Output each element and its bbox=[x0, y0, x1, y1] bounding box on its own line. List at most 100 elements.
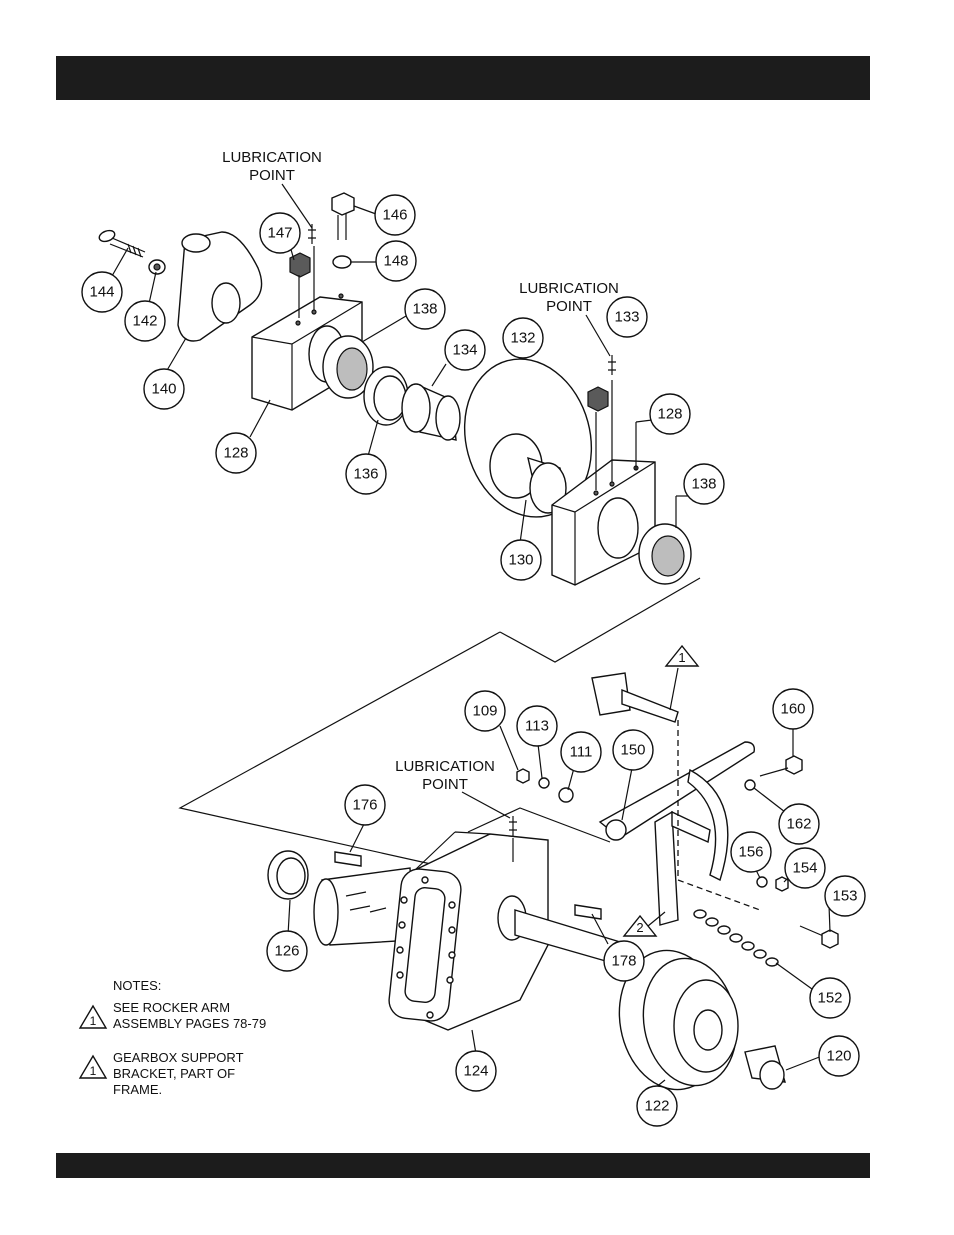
part-156-washer bbox=[757, 877, 767, 887]
callout-132: 132 bbox=[503, 318, 543, 358]
callout-128-left: 128 bbox=[216, 433, 256, 473]
callout-138-left-label: 138 bbox=[412, 301, 437, 318]
callout-178: 178 bbox=[604, 941, 644, 981]
note-1-marker: 1 bbox=[90, 1014, 97, 1028]
callout-162-label: 162 bbox=[786, 816, 811, 833]
callout-152: 152 bbox=[810, 978, 850, 1018]
lubrication-label-1-line2: POINT bbox=[249, 167, 295, 184]
callout-126: 126 bbox=[267, 931, 307, 971]
part-178-key bbox=[575, 905, 601, 919]
callout-133-label: 133 bbox=[614, 309, 639, 326]
part-160-bolt bbox=[760, 756, 802, 776]
part-148-washer bbox=[333, 256, 351, 268]
callout-111-label: 111 bbox=[570, 744, 593, 761]
lubrication-label-1-line1: LUBRICATION bbox=[222, 149, 322, 166]
callout-176-label: 176 bbox=[352, 797, 377, 814]
callout-120: 120 bbox=[819, 1036, 859, 1076]
callout-160-label: 160 bbox=[780, 701, 805, 718]
callout-160: 160 bbox=[773, 689, 813, 729]
lubrication-label-3-line2: POINT bbox=[422, 776, 468, 793]
shaft-axis-guide-upper bbox=[500, 578, 700, 662]
part-120-bushing bbox=[745, 1046, 785, 1089]
callout-136-label: 136 bbox=[353, 466, 378, 483]
part-support-bracket bbox=[655, 812, 710, 925]
callout-178-label: 178 bbox=[611, 953, 636, 970]
part-113-lockwasher bbox=[539, 778, 549, 788]
triangle-marker-1: 1 bbox=[666, 646, 698, 666]
triangle-marker-2-label: 2 bbox=[636, 920, 643, 935]
note-2-line3: FRAME. bbox=[113, 1082, 162, 1097]
callout-124: 124 bbox=[456, 1051, 496, 1091]
callout-152-label: 152 bbox=[817, 990, 842, 1007]
lubrication-label-3: LUBRICATION POINT bbox=[395, 758, 510, 818]
callout-142: 142 bbox=[125, 301, 165, 341]
callout-144: 144 bbox=[82, 272, 122, 312]
note-2: 1 GEARBOX SUPPORT BRACKET, PART OF FRAME… bbox=[80, 1050, 244, 1097]
note-2-line2: BRACKET, PART OF bbox=[113, 1066, 235, 1081]
lubrication-label-3-line1: LUBRICATION bbox=[395, 758, 495, 775]
callout-153-label: 153 bbox=[832, 888, 857, 905]
callout-122: 122 bbox=[637, 1086, 677, 1126]
callout-126-label: 126 bbox=[274, 943, 299, 960]
callout-132-label: 132 bbox=[510, 330, 535, 347]
note-2-marker: 1 bbox=[90, 1064, 97, 1078]
note-1-line1: SEE ROCKER ARM bbox=[113, 1000, 230, 1015]
callout-142-label: 142 bbox=[132, 313, 157, 330]
callout-138-right: 138 bbox=[684, 464, 724, 504]
callout-156: 156 bbox=[731, 832, 771, 872]
notes-block: NOTES: 1 SEE ROCKER ARM ASSEMBLY PAGES 7… bbox=[80, 978, 266, 1097]
callout-134: 134 bbox=[445, 330, 485, 370]
part-111-washer bbox=[559, 788, 573, 802]
callout-140-label: 140 bbox=[151, 381, 176, 398]
part-176-key bbox=[335, 852, 361, 866]
callout-128-left-label: 128 bbox=[223, 445, 248, 462]
callout-113-label: 113 bbox=[525, 718, 549, 735]
callout-128-right-label: 128 bbox=[657, 406, 682, 423]
note-1-line2: ASSEMBLY PAGES 78-79 bbox=[113, 1016, 266, 1031]
callout-148-label: 148 bbox=[383, 253, 408, 270]
callout-150: 150 bbox=[613, 730, 653, 770]
callout-144-label: 144 bbox=[89, 284, 114, 301]
part-134-sleeve bbox=[402, 384, 460, 440]
callout-136: 136 bbox=[346, 454, 386, 494]
part-140-flange bbox=[178, 232, 262, 341]
part-109-nut bbox=[517, 769, 529, 783]
lubrication-label-2-line2: POINT bbox=[546, 298, 592, 315]
callout-113: 113 bbox=[517, 706, 557, 746]
callout-120-label: 120 bbox=[826, 1048, 851, 1065]
callout-133: 133 bbox=[607, 297, 647, 337]
callout-109-label: 109 bbox=[472, 703, 497, 720]
callout-154: 154 bbox=[785, 848, 825, 888]
callout-122-label: 122 bbox=[644, 1098, 669, 1115]
part-144-bolt bbox=[98, 229, 145, 257]
callout-147-label: 147 bbox=[267, 225, 292, 242]
part-146-bolt bbox=[332, 193, 354, 240]
note-2-line1: GEARBOX SUPPORT bbox=[113, 1050, 244, 1065]
callout-147: 147 bbox=[260, 213, 300, 253]
callout-146-label: 146 bbox=[382, 207, 407, 224]
callout-146: 146 bbox=[375, 195, 415, 235]
callout-138-right-label: 138 bbox=[691, 476, 716, 493]
shaft-axis-guide-lower bbox=[180, 632, 500, 866]
triangle-marker-1-label: 1 bbox=[678, 650, 685, 665]
callout-130: 130 bbox=[501, 540, 541, 580]
callout-154-label: 154 bbox=[792, 860, 817, 877]
part-162-washer bbox=[745, 780, 755, 790]
notes-heading: NOTES: bbox=[113, 978, 161, 993]
callout-138-left: 138 bbox=[405, 289, 445, 329]
callout-111: 111 bbox=[561, 732, 601, 772]
triangle-marker-2: 2 bbox=[624, 916, 656, 936]
callout-153: 153 bbox=[825, 876, 865, 916]
callout-162: 162 bbox=[779, 804, 819, 844]
part-152-chain bbox=[694, 910, 778, 966]
callout-156-label: 156 bbox=[738, 844, 763, 861]
note-1: 1 SEE ROCKER ARM ASSEMBLY PAGES 78-79 bbox=[80, 1000, 266, 1031]
callout-140: 140 bbox=[144, 369, 184, 409]
part-153-bolt bbox=[800, 926, 838, 948]
callout-148: 148 bbox=[376, 241, 416, 281]
callout-130-label: 130 bbox=[508, 552, 533, 569]
callout-109: 109 bbox=[465, 691, 505, 731]
lubrication-label-2-line1: LUBRICATION bbox=[519, 280, 619, 297]
callout-124-label: 124 bbox=[463, 1063, 488, 1080]
callout-176: 176 bbox=[345, 785, 385, 825]
